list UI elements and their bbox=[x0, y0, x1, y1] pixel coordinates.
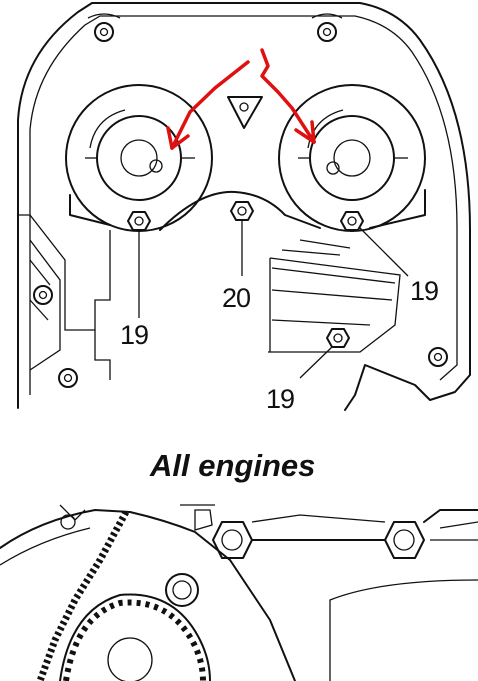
bolt-left bbox=[127, 211, 151, 231]
callout-center-bolt: 20 bbox=[222, 283, 250, 313]
lower-engine-area bbox=[0, 504, 478, 681]
bolt-right bbox=[340, 211, 364, 231]
bolt-lower bbox=[326, 328, 350, 348]
red-arrows bbox=[166, 48, 316, 150]
bolt-center bbox=[230, 201, 254, 221]
left-cam-pulley bbox=[65, 84, 213, 232]
caption: All engines bbox=[149, 448, 315, 483]
callout-left-bolt: 19 bbox=[120, 320, 148, 350]
timing-cover-outline bbox=[17, 2, 471, 411]
leader-lines bbox=[138, 221, 409, 379]
right-cam-pulley bbox=[278, 84, 426, 232]
callout-lower-bolt: 19 bbox=[266, 384, 294, 414]
callout-right-bolt: 19 bbox=[410, 276, 438, 306]
